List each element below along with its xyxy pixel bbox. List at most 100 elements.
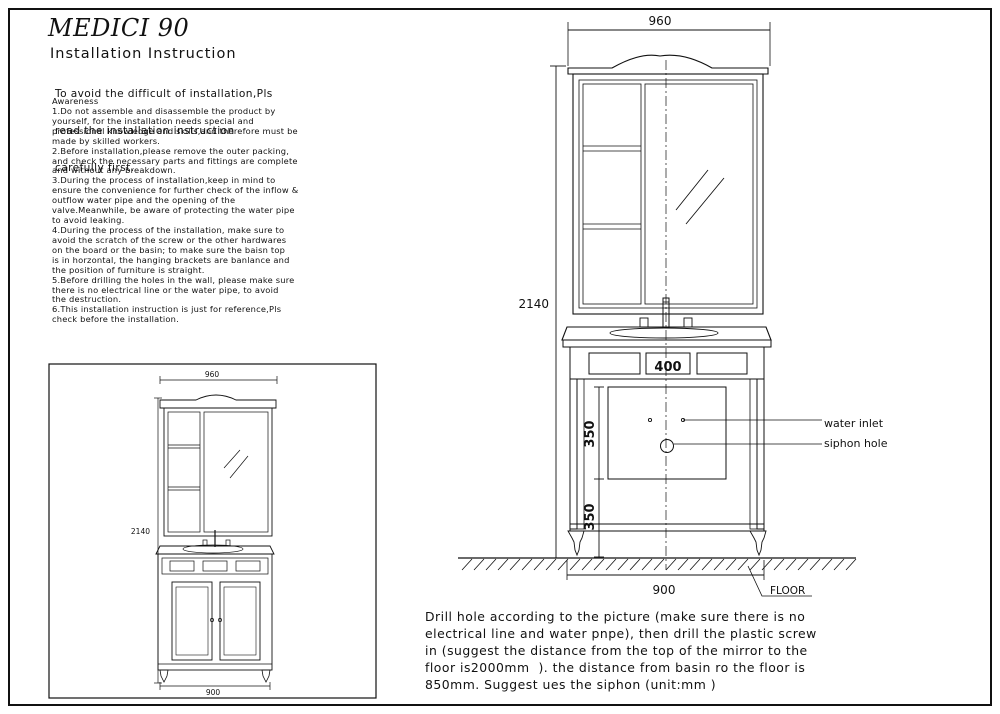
install-water-inlet-hole (647, 417, 653, 423)
front-door-left-panel (175, 586, 209, 656)
front-door-left (171, 581, 213, 661)
drill-hole-note: Drill hole according to the picture (mak… (425, 609, 817, 694)
awareness-line: professional knowledge and skills,and th… (52, 125, 298, 136)
floor-hatch-line (809, 558, 821, 571)
front-vanity-body (157, 553, 273, 671)
note-line: in (suggest the distance from the top of… (425, 642, 808, 658)
intro-line: carefully first. (55, 162, 135, 175)
install-mirror-glass (644, 83, 754, 305)
install-drawer-dim-label: 400 (654, 360, 681, 375)
awareness-line: the destruction. (52, 294, 122, 305)
front-dim-height-label: 2140 (131, 527, 150, 536)
awareness-line: and without any breakdown. (52, 165, 176, 176)
front-basin (182, 544, 244, 554)
floor-hatch-line (845, 558, 857, 571)
floor-hatch-line (749, 558, 761, 571)
awareness-line: is in horzontal, the hanging brackets ar… (52, 254, 290, 265)
floor-hatch-line (557, 558, 569, 571)
floor-hatch-line (485, 558, 497, 571)
drawing-frame (8, 8, 992, 706)
awareness-line: 2.Before installation,please remove the … (52, 145, 290, 156)
front-view: 960 2140 (48, 363, 377, 699)
floor-hatch-line (569, 558, 581, 571)
floor-hatch-line (689, 558, 701, 571)
awareness-line: 5.Before drilling the holes in the wall,… (52, 274, 295, 285)
install-bottom-shelf (569, 523, 765, 532)
install-water-inlet-label: water inlet (824, 417, 884, 430)
install-tap-left (639, 317, 649, 328)
awareness-heading: Awareness (52, 96, 99, 106)
floor-hatch-line (653, 558, 665, 571)
awareness-line: valve.Meanwhile, be aware of protecting … (52, 205, 295, 216)
front-mirror-glass (203, 411, 269, 533)
front-drawer (235, 560, 261, 572)
awareness-line: ensure the convenience for further check… (52, 185, 299, 196)
intro-line: read the installation instruction (55, 125, 235, 138)
install-shelf-opening (582, 83, 642, 305)
awareness-line: 6.This installation instruction is just … (52, 304, 282, 315)
front-foot-left (159, 669, 169, 683)
floor-hatch-line (713, 558, 725, 571)
floor-hatch-line (533, 558, 545, 571)
install-dim-upper-label: 350 (583, 420, 598, 447)
install-drawer-right (696, 352, 748, 375)
floor-hatch-line (473, 558, 485, 571)
awareness-line: 4.During the process of the installation… (52, 224, 285, 235)
front-drawer-rail (161, 557, 269, 575)
sheet-subtitle: Installation Instruction (50, 46, 237, 62)
note-line: Drill hole according to the picture (mak… (425, 609, 806, 624)
install-mirror-frame (572, 73, 764, 315)
front-mirror-glare (229, 455, 249, 479)
install-siphon-label: siphon hole (824, 437, 888, 450)
front-view-border (48, 363, 377, 699)
floor-hatch-line (641, 558, 653, 571)
front-drawer (169, 560, 195, 572)
floor-hatch-line (677, 558, 689, 571)
awareness-line: yourself, for the installation needs spe… (52, 115, 254, 126)
install-mirror-inner (578, 79, 758, 309)
awareness-line: check before the installation. (52, 314, 179, 325)
install-floor-hatch (461, 558, 857, 571)
install-mirror-glare (685, 177, 725, 225)
front-knob (210, 618, 214, 622)
install-wall-panel (607, 386, 727, 480)
front-mirror-glare (223, 449, 241, 469)
install-tap-right (683, 317, 693, 328)
install-floor-leader (747, 565, 812, 597)
install-drawer-center (645, 352, 691, 375)
floor-hatch-line (629, 558, 641, 571)
front-mirror-frame (163, 407, 273, 537)
floor-hatch-line (581, 558, 593, 571)
install-foot-left (567, 530, 585, 557)
awareness-line: to avoid leaking. (52, 215, 125, 226)
front-dim-top-label: 960 (205, 370, 220, 379)
front-door-right-panel (223, 586, 257, 656)
awareness-line: 3.During the process of installation,kee… (52, 175, 276, 186)
front-foot-right (261, 669, 271, 683)
install-dim-bottom-label: 900 (653, 583, 676, 597)
install-mirror-glare (675, 169, 709, 211)
install-basin (609, 327, 719, 339)
floor-hatch-line (665, 558, 677, 571)
awareness-line: on the board or the basin; to make sure … (52, 244, 286, 255)
install-dim-top-label: 960 (649, 14, 672, 28)
floor-hatch-line (821, 558, 833, 571)
floor-hatch-line (797, 558, 809, 571)
floor-hatch-line (761, 558, 773, 571)
install-leg-right-outer (756, 378, 765, 530)
front-mirror-crown (159, 394, 277, 409)
floor-hatch-line (521, 558, 533, 571)
install-view: 960 2140 (458, 14, 888, 597)
awareness-line: made by skilled workers. (52, 135, 161, 146)
note-line: electrical line and water pnpe), then dr… (425, 625, 817, 641)
note-line: floor is2000mm ). the distance from basi… (425, 659, 806, 675)
install-floor-label: FLOOR (770, 585, 805, 597)
floor-hatch-line (605, 558, 617, 571)
note-line: 850mm. Suggest ues the siphon (unit:mm ) (425, 676, 717, 692)
front-knob (218, 618, 222, 622)
floor-hatch-line (617, 558, 629, 571)
install-drawer-rail (569, 346, 765, 380)
awareness-line: outflow water pipe and the opening of th… (52, 195, 236, 206)
